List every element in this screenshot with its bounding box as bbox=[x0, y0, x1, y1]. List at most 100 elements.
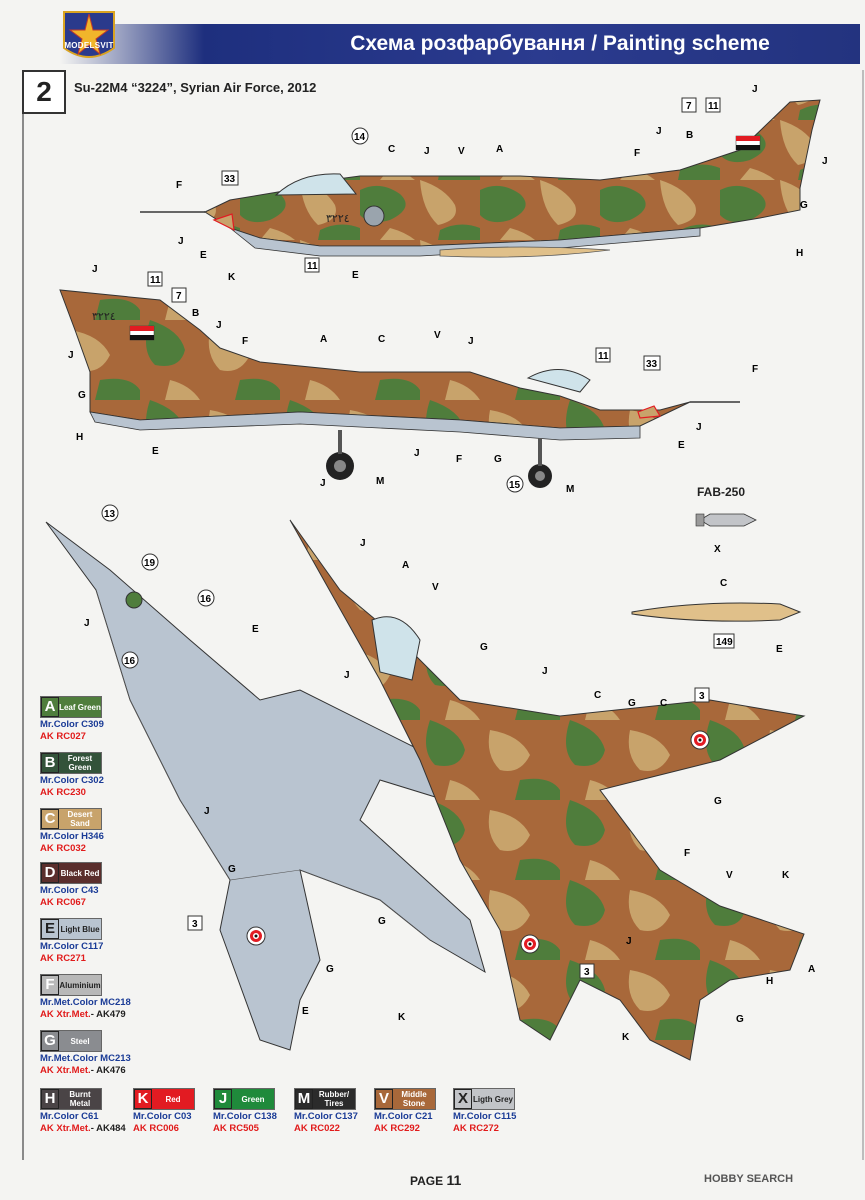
modelsvit-logo: MODELSVIT bbox=[56, 8, 122, 66]
paint-letter-callouts: F J E K C J V A E J B F J J G H J B J F … bbox=[68, 84, 828, 1043]
paint-callout-K-1: K bbox=[228, 272, 236, 283]
swatch-J-ak: AK RC505 bbox=[213, 1123, 259, 1134]
callout-11-c: 11 bbox=[147, 271, 163, 287]
callout-3-b: 3 bbox=[187, 915, 203, 931]
paint-callout-C-5: C bbox=[660, 698, 667, 709]
paint-callout-G-7: G bbox=[228, 864, 236, 875]
scheme-number: 2 bbox=[22, 70, 66, 114]
swatch-K-mr: Mr.Color C03 bbox=[133, 1111, 192, 1122]
swatch-K-ak: AK RC006 bbox=[133, 1123, 179, 1134]
paint-callout-J-5: J bbox=[822, 156, 828, 167]
paint-callout-C-3: C bbox=[720, 578, 727, 589]
paint-callout-E-2: E bbox=[352, 270, 359, 281]
scheme-subtitle: Su-22M4 “3224”, Syrian Air Force, 2012 bbox=[74, 80, 317, 95]
callout-16-b: 16 bbox=[121, 651, 139, 669]
paint-callout-B-2: B bbox=[192, 308, 199, 319]
paint-callout-A-1: A bbox=[496, 144, 503, 155]
paint-callout-F-3: F bbox=[242, 336, 248, 347]
callout-15: 15 bbox=[506, 475, 524, 493]
svg-text:16: 16 bbox=[200, 594, 212, 605]
paint-callout-J-4: J bbox=[752, 84, 758, 95]
paint-callout-C-4: C bbox=[594, 690, 601, 701]
paint-callout-M-1: M bbox=[376, 476, 384, 487]
callout-3-a: 3 bbox=[694, 687, 710, 703]
paint-callout-G-8: G bbox=[378, 916, 386, 927]
swatch-F-ak: AK Xtr.Met.- AK479 bbox=[40, 1009, 126, 1020]
paint-callout-X-1: X bbox=[714, 544, 721, 555]
callout-11-d: 11 bbox=[595, 347, 611, 363]
swatch-M: M Rubber/ Tires bbox=[294, 1088, 356, 1110]
callout-33-a: 33 bbox=[221, 170, 239, 186]
swatch-H-ak: AK Xtr.Met.- AK484 bbox=[40, 1123, 126, 1134]
side-view-left-profile: ٣٢٢٤ bbox=[140, 99, 821, 258]
paint-callout-M-2: M bbox=[566, 484, 574, 495]
swatch-D: D Black Red bbox=[40, 862, 102, 884]
page-title: Схема розфарбування / Painting scheme bbox=[350, 32, 770, 55]
paint-callout-B-1: B bbox=[686, 130, 693, 141]
swatch-C-ak: AK RC032 bbox=[40, 843, 86, 854]
fuel-tank bbox=[631, 602, 802, 622]
callout-14: 14 bbox=[351, 127, 369, 145]
callout-33-b: 33 bbox=[643, 355, 661, 371]
paint-callout-K-2: K bbox=[782, 870, 790, 881]
swatch-A-ak: AK RC027 bbox=[40, 731, 86, 742]
svg-text:19: 19 bbox=[144, 558, 156, 569]
paint-callout-J-9: J bbox=[68, 350, 74, 361]
swatch-A-mr: Mr.Color C309 bbox=[40, 719, 104, 730]
paint-callout-J-15: J bbox=[542, 666, 548, 677]
paint-callout-H-1: H bbox=[796, 248, 803, 259]
fab-250-bomb bbox=[695, 513, 757, 527]
swatch-V-mr: Mr.Color C21 bbox=[374, 1111, 433, 1122]
svg-text:3: 3 bbox=[584, 967, 590, 978]
paint-callout-J-13: J bbox=[360, 538, 366, 549]
paint-callout-F-4: F bbox=[752, 364, 758, 375]
swatch-G: G Steel bbox=[40, 1030, 102, 1052]
paint-callout-J-12: J bbox=[320, 478, 326, 489]
swatch-C-mr: Mr.Color H346 bbox=[40, 831, 104, 842]
svg-text:15: 15 bbox=[509, 480, 521, 491]
swatch-K: K Red bbox=[133, 1088, 195, 1110]
fab-250-label: FAB-250 bbox=[697, 485, 746, 499]
paint-callout-E-1: E bbox=[200, 250, 207, 261]
svg-text:11: 11 bbox=[598, 351, 609, 362]
callout-11-b: 11 bbox=[705, 97, 721, 113]
callout-16-a: 16 bbox=[197, 589, 215, 607]
page-frame bbox=[22, 70, 864, 1160]
plan-view-top bbox=[289, 519, 806, 1061]
number-callouts: 33 14 11 7 11 11 7 11 33 15 13 19 16 16 … bbox=[101, 97, 735, 979]
paint-callout-J-10: J bbox=[414, 448, 420, 459]
paint-callout-F-5: F bbox=[456, 454, 462, 465]
paint-callout-E-3: E bbox=[152, 446, 159, 457]
swatch-F: F Aluminium bbox=[40, 974, 102, 996]
swatch-D-mr: Mr.Color C43 bbox=[40, 885, 99, 896]
callout-7-a: 7 bbox=[681, 97, 697, 113]
paint-callout-V-2: V bbox=[434, 330, 441, 341]
swatch-J-mr: Mr.Color C138 bbox=[213, 1111, 277, 1122]
paint-callout-G-5: G bbox=[628, 698, 636, 709]
swatch-G-ak: AK Xtr.Met.- AK476 bbox=[40, 1065, 126, 1076]
swatch-M-ak: AK RC022 bbox=[294, 1123, 340, 1134]
paint-callout-J-3: J bbox=[656, 126, 662, 137]
swatch-M-mr: Mr.Color C137 bbox=[294, 1111, 358, 1122]
swatch-E-ak: AK RC271 bbox=[40, 953, 86, 964]
svg-text:7: 7 bbox=[686, 101, 692, 112]
callout-149: 149 bbox=[713, 633, 735, 649]
swatch-F-mr: Mr.Met.Color MC218 bbox=[40, 997, 131, 1008]
serial-arabic-side-b: ٣٢٢٤ bbox=[92, 310, 116, 323]
paint-callout-A-3: A bbox=[402, 560, 409, 571]
header-banner: Схема розфарбування / Painting scheme bbox=[60, 24, 860, 64]
svg-text:33: 33 bbox=[224, 174, 236, 185]
paint-callout-H-3: H bbox=[766, 976, 773, 987]
paint-callout-H-2: H bbox=[76, 432, 83, 443]
paint-callout-J-17: J bbox=[204, 806, 210, 817]
svg-text:13: 13 bbox=[104, 509, 116, 520]
paint-callout-F-1: F bbox=[176, 180, 182, 191]
paint-callout-J-1: J bbox=[178, 236, 184, 247]
watermark: HOBBY SEARCH bbox=[704, 1173, 794, 1185]
paint-callout-V-4: V bbox=[726, 870, 733, 881]
paint-callout-F-6: F bbox=[684, 848, 690, 859]
swatch-X: X Ligth Grey bbox=[453, 1088, 515, 1110]
swatch-V-ak: AK RC292 bbox=[374, 1123, 420, 1134]
plan-view-underside bbox=[45, 521, 486, 1051]
callout-13: 13 bbox=[101, 504, 119, 522]
